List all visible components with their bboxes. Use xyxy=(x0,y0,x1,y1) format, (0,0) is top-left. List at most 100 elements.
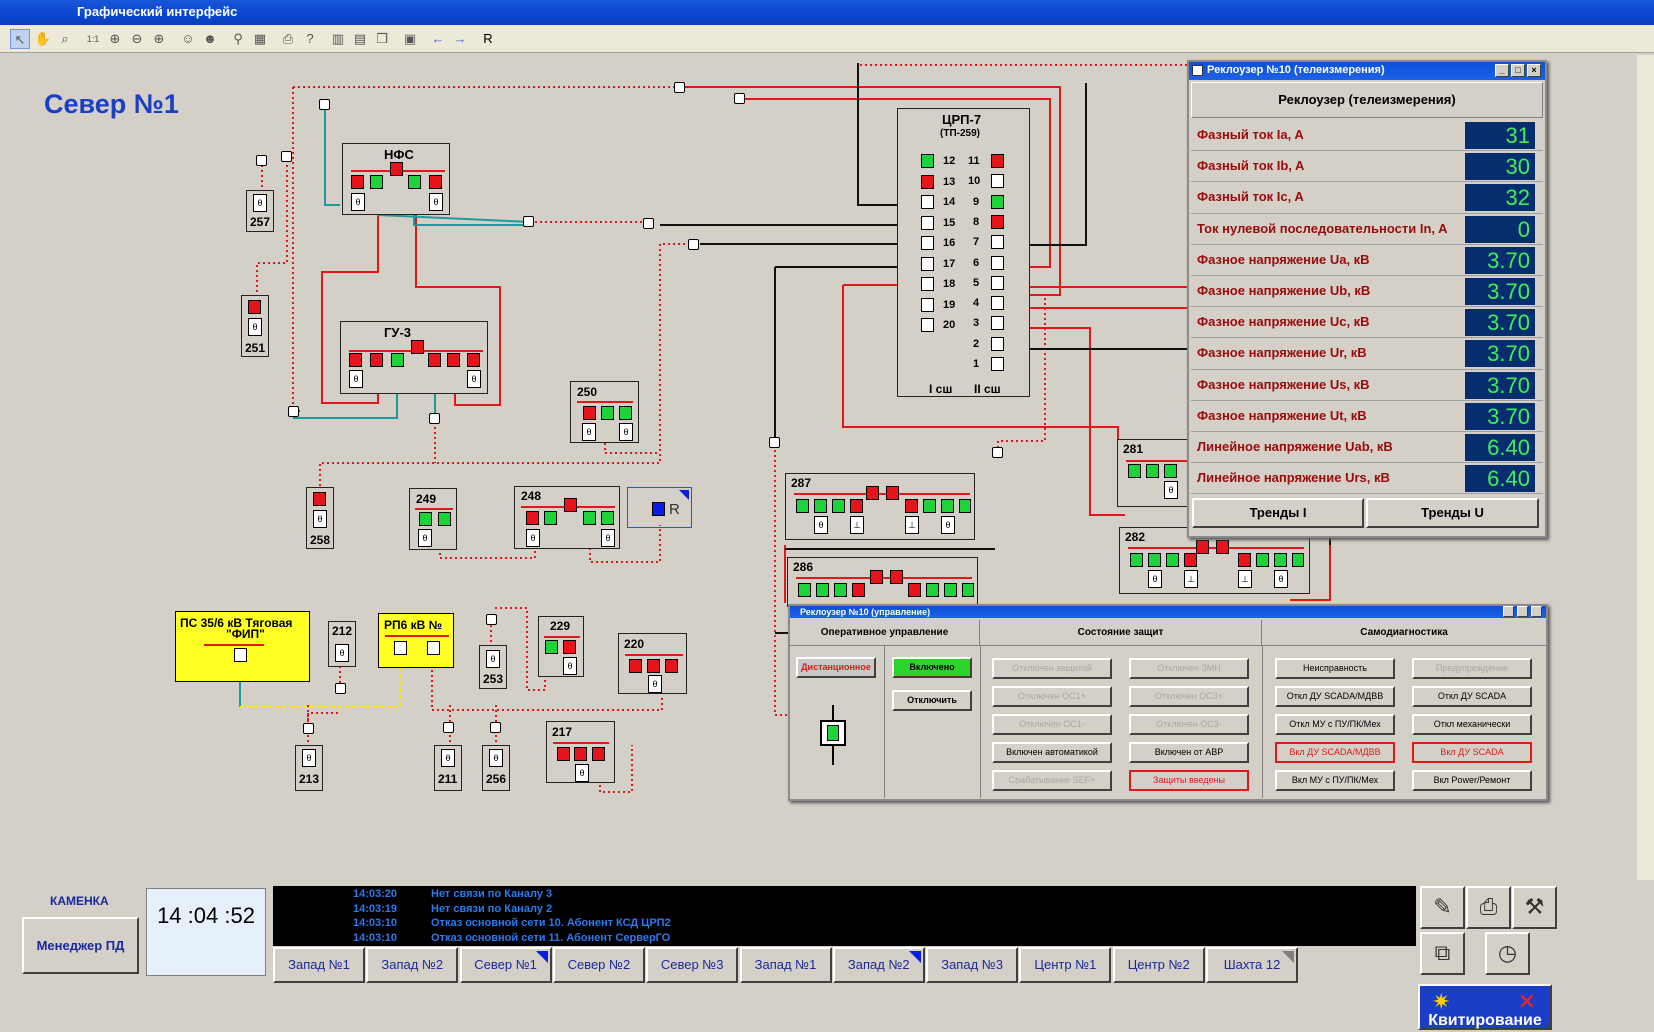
substation-258[interactable]: θ 258 xyxy=(306,487,334,549)
scheme-tab[interactable]: Север №3 xyxy=(646,947,739,983)
breaker-open[interactable] xyxy=(1166,553,1179,567)
scheme-tab[interactable]: Шахта 12 xyxy=(1206,947,1298,983)
breaker-open[interactable] xyxy=(394,641,407,655)
breaker-open[interactable] xyxy=(926,583,939,597)
connection-node[interactable] xyxy=(992,447,1003,458)
tile-horizontal-icon[interactable]: ▤ xyxy=(353,31,367,46)
connection-node[interactable] xyxy=(288,406,299,417)
crp-cell-switch[interactable] xyxy=(991,174,1004,189)
breaker-closed[interactable] xyxy=(908,583,921,597)
manager-button[interactable]: Менеджер ПД xyxy=(22,917,139,974)
scheme-tab[interactable]: Запад №1 xyxy=(739,947,832,983)
breaker-closed[interactable] xyxy=(850,499,863,513)
breaker-open[interactable] xyxy=(438,512,451,526)
breaker-closed[interactable] xyxy=(447,353,460,367)
breaker-closed[interactable] xyxy=(870,570,883,584)
connection-node[interactable] xyxy=(674,82,685,93)
breaker-open[interactable] xyxy=(1292,553,1304,567)
substation-213[interactable]: θ 213 xyxy=(295,745,323,791)
crp-cell-switch[interactable] xyxy=(991,296,1004,311)
substation-250[interactable]: 250 θ θ xyxy=(570,381,639,443)
breaker-closed[interactable] xyxy=(852,583,865,597)
breaker-closed[interactable] xyxy=(248,300,261,314)
substation-286[interactable]: 286 xyxy=(787,557,978,607)
substation-220[interactable]: 220 θ xyxy=(618,633,687,694)
crp-cell-switch[interactable] xyxy=(991,336,1004,351)
users-icon[interactable]: ☺ xyxy=(181,31,195,46)
connection-node[interactable] xyxy=(490,722,501,733)
crp-cell-switch[interactable] xyxy=(991,357,1004,371)
connection-node[interactable] xyxy=(303,723,314,734)
breaker-closed[interactable] xyxy=(866,486,879,500)
scheme-tab[interactable]: Север №2 xyxy=(552,947,645,983)
recloser-switch[interactable] xyxy=(652,502,665,516)
substation-217[interactable]: 217 θ xyxy=(546,721,615,783)
connection-node[interactable] xyxy=(256,155,267,166)
breaker-closed[interactable] xyxy=(1184,553,1197,567)
breaker-open[interactable] xyxy=(1148,553,1161,567)
breaker-open[interactable] xyxy=(1130,553,1143,567)
crp-cell-switch[interactable] xyxy=(921,215,934,230)
breaker-open[interactable] xyxy=(1164,464,1177,478)
breaker-closed[interactable] xyxy=(428,353,441,367)
pointer-tool-icon[interactable]: ↖ xyxy=(10,29,30,49)
breaker-open[interactable] xyxy=(370,175,383,189)
control-window[interactable]: Реклоузер №10 (управление) Оперативное у… xyxy=(788,604,1548,801)
connection-node[interactable] xyxy=(688,239,699,250)
connection-node[interactable] xyxy=(443,722,454,733)
breaker-closed[interactable] xyxy=(665,659,678,673)
minimize-icon[interactable] xyxy=(1503,606,1514,617)
pan-tool-icon[interactable]: ✋ xyxy=(34,31,52,46)
scheme-tab[interactable]: Центр №2 xyxy=(1112,947,1205,983)
crp-cell-switch[interactable] xyxy=(991,316,1004,331)
network-icon[interactable]: ⧉ xyxy=(1420,932,1465,975)
connection-node[interactable] xyxy=(281,151,292,162)
crp-cell-switch[interactable] xyxy=(921,195,934,209)
help-icon[interactable]: ? xyxy=(306,31,314,46)
substation-257[interactable]: θ 257 xyxy=(246,190,274,232)
breaker-open[interactable] xyxy=(796,499,809,513)
breaker-open[interactable] xyxy=(1128,464,1141,478)
substation-251[interactable]: θ 251 xyxy=(241,295,269,357)
scheme-tab[interactable]: Запад №2 xyxy=(366,947,459,983)
substation-249[interactable]: 249 θ xyxy=(409,488,457,550)
crp-cell-switch[interactable] xyxy=(991,275,1004,290)
substation-211[interactable]: θ 211 xyxy=(434,745,462,791)
breaker-open[interactable] xyxy=(962,583,974,597)
zoom-in-icon[interactable]: ⊕ xyxy=(153,31,165,46)
breaker-open[interactable] xyxy=(234,648,247,662)
calendar-clock-icon[interactable]: ◷ xyxy=(1485,932,1530,975)
telemetry-window[interactable]: Реклоузер №10 (телеизмерения) _ □ × Рекл… xyxy=(1187,60,1547,538)
print-icon[interactable]: ⎙ xyxy=(282,31,294,46)
breaker-closed[interactable] xyxy=(592,747,605,761)
breaker-open[interactable] xyxy=(545,640,558,654)
breaker-closed[interactable] xyxy=(349,353,362,367)
substation-212[interactable]: 212 θ xyxy=(328,621,356,667)
close-icon[interactable]: × xyxy=(1527,64,1541,77)
breaker-open[interactable] xyxy=(1256,553,1269,567)
breaker-closed[interactable] xyxy=(890,570,903,584)
substation-287[interactable]: 287 θ ⊥ ⊥ θ xyxy=(785,473,975,540)
breaker-open[interactable] xyxy=(601,406,614,420)
substation-256[interactable]: θ 256 xyxy=(482,745,510,791)
crp-cell-switch[interactable] xyxy=(991,194,1004,209)
breaker-closed[interactable] xyxy=(574,747,587,761)
close-icon[interactable] xyxy=(1531,606,1542,617)
breaker-closed[interactable] xyxy=(313,492,326,506)
binoculars-icon[interactable]: ⚲ xyxy=(233,31,243,46)
connection-node[interactable] xyxy=(643,218,654,229)
forward-arrow-icon[interactable]: → xyxy=(453,31,467,46)
user-remove-icon[interactable]: ☻ xyxy=(203,31,217,46)
crp-cell-switch[interactable] xyxy=(991,214,1004,229)
recloser-10[interactable]: R xyxy=(627,487,692,528)
breaker-closed[interactable] xyxy=(429,175,442,189)
scheme-tab[interactable]: Запад №3 xyxy=(926,947,1019,983)
breaker-open[interactable] xyxy=(923,499,936,513)
substation-gu3[interactable]: ГУ-3 θ θ xyxy=(340,321,488,394)
trends-u-button[interactable]: Тренды U xyxy=(1366,498,1539,528)
breaker-open[interactable] xyxy=(959,499,971,513)
breaker-closed[interactable] xyxy=(390,162,403,176)
breaker-closed[interactable] xyxy=(563,640,576,654)
breaker-open[interactable] xyxy=(408,175,421,189)
